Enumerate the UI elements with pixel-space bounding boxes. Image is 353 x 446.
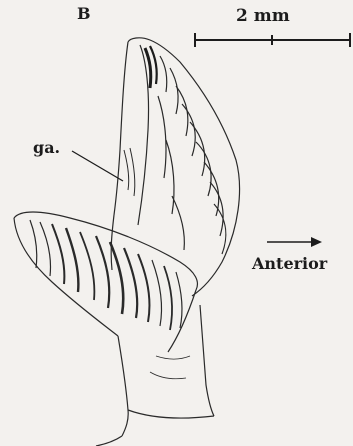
direction-label: Anterior xyxy=(252,254,327,273)
gland-label: ga. xyxy=(33,138,60,157)
anterior-arrow-icon xyxy=(267,237,322,247)
scale-bar xyxy=(195,33,350,47)
stalk xyxy=(96,305,214,446)
panel-letter: B xyxy=(77,4,91,23)
scale-bar-label: 2 mm xyxy=(236,6,290,26)
upper-lobe xyxy=(111,38,239,296)
lower-lobe xyxy=(14,212,197,352)
gland-leader-line xyxy=(72,151,123,181)
